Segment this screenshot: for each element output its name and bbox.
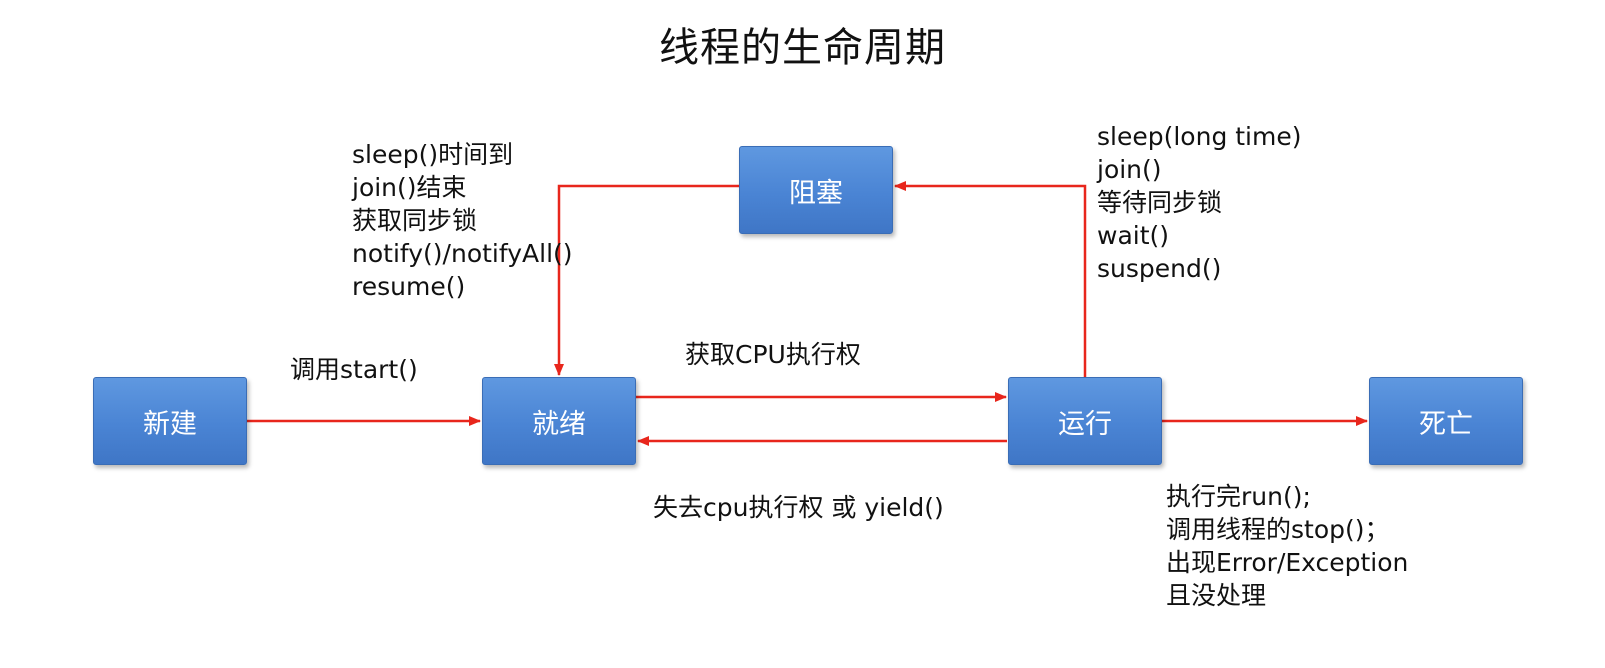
wake-condition: join()结束 [352, 173, 467, 202]
block-condition: 等待同步锁 [1097, 188, 1223, 217]
wake-condition: sleep()时间到 [352, 140, 514, 169]
page-title: 线程的生命周期 [659, 25, 946, 71]
label-lose-cpu: 失去cpu执行权 或 yield() [653, 493, 944, 522]
block-condition: join() [1097, 155, 1162, 184]
state-blocked: 阻塞 [739, 146, 893, 234]
death-condition: 执行完run(); [1166, 482, 1311, 511]
label-get-cpu: 获取CPU执行权 [685, 340, 861, 369]
state-new: 新建 [93, 377, 247, 465]
label-start: 调用start() [290, 355, 418, 384]
state-dead: 死亡 [1369, 377, 1523, 465]
block-condition: sleep(long time) [1097, 122, 1302, 151]
state-running: 运行 [1008, 377, 1162, 465]
death-condition: 且没处理 [1166, 581, 1267, 610]
block-condition: suspend() [1097, 254, 1222, 283]
wake-condition: resume() [352, 272, 466, 301]
wake-condition: notify()/notifyAll() [352, 239, 573, 268]
label-block-conditions: sleep(long time) join() 等待同步锁 wait() sus… [1097, 120, 1302, 285]
label-death-conditions: 执行完run(); 调用线程的stop()； 出现Error/Exception… [1166, 480, 1408, 612]
death-condition: 出现Error/Exception [1166, 548, 1409, 577]
arrow-running-to-blocked [894, 181, 1087, 377]
block-condition: wait() [1097, 221, 1170, 250]
state-ready: 就绪 [482, 377, 636, 465]
death-condition: 调用线程的stop()； [1166, 515, 1390, 544]
wake-condition: 获取同步锁 [352, 206, 478, 235]
label-wake-conditions: sleep()时间到 join()结束 获取同步锁 notify()/notif… [352, 138, 573, 303]
